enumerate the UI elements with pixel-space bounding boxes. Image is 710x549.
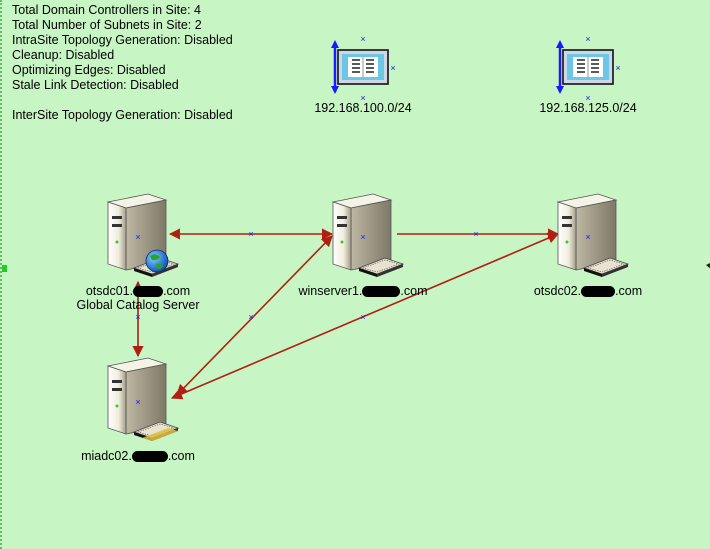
label-subnet-125: 192.168.125.0/24 [539, 101, 637, 115]
redaction-mark [362, 286, 401, 298]
svg-text:×: × [135, 397, 140, 407]
label-otsdc01-role: Global Catalog Server [76, 298, 200, 312]
svg-text:×: × [585, 232, 590, 242]
svg-text:×: × [473, 229, 478, 239]
svg-text:×: × [360, 312, 365, 322]
svg-text:×: × [390, 63, 395, 73]
server-node-miadc02[interactable] [107, 357, 179, 442]
server-node-otsdc02[interactable] [557, 193, 629, 278]
label-otsdc01: otsdc01..com Global Catalog Server [68, 284, 208, 312]
site-info-panel: Total Domain Controllers in Site: 4 Tota… [12, 3, 233, 123]
right-edge-handle[interactable] [706, 262, 710, 270]
server-node-winserver1[interactable] [332, 193, 404, 278]
info-line-intersite: InterSite Topology Generation: Disabled [12, 108, 233, 122]
info-line-intrasite: IntraSite Topology Generation: Disabled [12, 33, 233, 47]
info-line-dc-count: Total Domain Controllers in Site: 4 [12, 3, 201, 17]
svg-text:×: × [585, 93, 590, 103]
label-subnet-100: 192.168.100.0/24 [314, 101, 412, 115]
svg-text:×: × [585, 34, 590, 44]
svg-text:×: × [248, 229, 253, 239]
left-edge-handle[interactable] [2, 265, 7, 272]
svg-text:×: × [360, 232, 365, 242]
svg-text:×: × [360, 93, 365, 103]
connection-otsdc02-miadc02[interactable] [170, 232, 560, 400]
svg-text:×: × [135, 232, 140, 242]
info-line-subnet-count: Total Number of Subnets in Site: 2 [12, 18, 202, 32]
redaction-mark [131, 451, 168, 463]
info-line-stale-link: Stale Link Detection: Disabled [12, 78, 179, 92]
subnet-node-125[interactable]: × × × [556, 34, 621, 103]
label-winserver1: winserver1..com [298, 284, 428, 298]
label-miadc02: miadc02..com [81, 449, 195, 463]
label-otsdc02: otsdc02..com [533, 284, 643, 298]
redaction-mark [581, 286, 616, 298]
connection-winserver1-miadc02[interactable] [176, 235, 333, 396]
svg-text:×: × [360, 34, 365, 44]
selection-handles: × × × × × × × × × [135, 229, 590, 407]
svg-text:×: × [135, 312, 140, 322]
info-line-cleanup: Cleanup: Disabled [12, 48, 115, 62]
svg-text:×: × [248, 312, 253, 322]
server-node-otsdc01[interactable] [107, 193, 179, 278]
svg-text:×: × [615, 63, 620, 73]
info-line-optimizing: Optimizing Edges: Disabled [12, 63, 166, 77]
redaction-mark [133, 286, 164, 298]
subnet-node-100[interactable]: × × × [331, 34, 396, 103]
